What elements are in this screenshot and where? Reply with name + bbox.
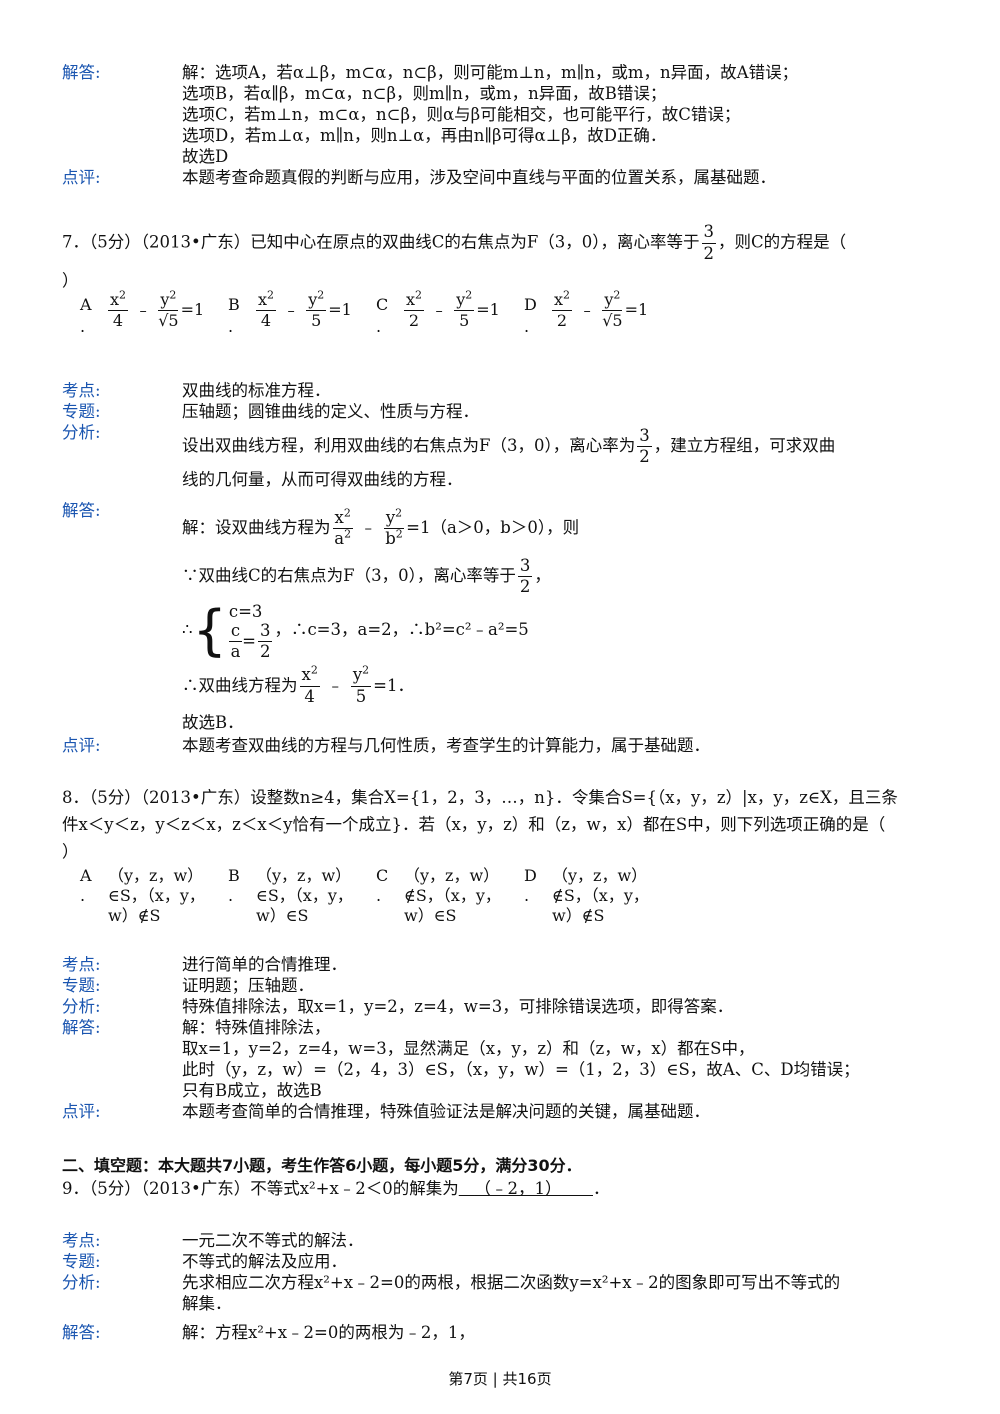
answer-label: 解答: xyxy=(62,63,101,82)
point-label: 考点: xyxy=(62,955,101,974)
question-8-stem: 8．（5分）（2013•广东）设整数n≥4，集合X={1，2，3，…，n}．令集… xyxy=(62,788,898,861)
topic-label: 专题: xyxy=(62,1252,101,1271)
analysis-label: 分析: xyxy=(62,423,101,442)
analysis-line: 解集． xyxy=(182,1294,232,1313)
point-text: 进行简单的合情推理． xyxy=(182,955,347,974)
comment-label: 点评: xyxy=(62,735,101,755)
answer-blank: （﹣2，1） xyxy=(474,1179,562,1198)
answer-line: 选项D，若m⊥α，m∥n，则n⊥α，再由n∥β可得α⊥β，故D正确． xyxy=(182,126,667,145)
point-text: 一元二次不等式的解法． xyxy=(182,1231,364,1250)
topic-text: 压轴题；圆锥曲线的定义、性质与方程． xyxy=(182,402,479,421)
topic-text: 不等式的解法及应用． xyxy=(182,1252,347,1271)
question-7-stem: 7．（5分）（2013•广东）已知中心在原点的双曲线C的右焦点为F（3，0），离… xyxy=(62,222,847,263)
analysis-label: 分析: xyxy=(62,997,101,1016)
comment-text: 本题考查双曲线的方程与几何性质，考查学生的计算能力，属于基础题． xyxy=(182,735,710,755)
comment-text: 本题考查命题真假的判断与应用，涉及空间中直线与平面的位置关系，属基础题． xyxy=(182,168,776,187)
answer-line-5: 故选B． xyxy=(182,712,244,732)
answer-line: 解：选项A，若α⊥β，m⊂α，n⊂β，则可能m⊥n，m∥n，或m，n异面，故A错… xyxy=(182,63,799,82)
page-footer: 第7页 | 共16页 xyxy=(448,1370,552,1388)
point-label: 考点: xyxy=(62,381,101,400)
answer-line: 此时（y，z，w）=（2，4，3）∈S，（x，y，w）=（1，2，3）∈S，故A… xyxy=(182,1060,860,1079)
q7-solution: 考点: 双曲线的标准方程． 专题: 压轴题；圆锥曲线的定义、性质与方程． 分析: 设… xyxy=(62,380,942,756)
q9-solution: 考点: 一元二次不等式的解法． 专题: 不等式的解法及应用． 分析: 先求相应二次方… xyxy=(62,1230,942,1343)
analysis-label: 分析: xyxy=(62,1273,101,1292)
q8-solution: 考点: 进行简单的合情推理． 专题: 证明题；压轴题． 分析: 特殊值排除法，取x=1… xyxy=(62,954,942,1122)
question-9-stem: 9．（5分）（2013•广东）不等式x²+x﹣2＜0的解集为 （﹣2，1） ． xyxy=(62,1179,610,1198)
answer-label: 解答: xyxy=(62,501,101,520)
answer-label: 解答: xyxy=(62,1323,101,1342)
question-7-stem-end: ） xyxy=(62,271,79,290)
answer-line: 只有B成立，故选B xyxy=(182,1081,322,1100)
topic-label: 专题: xyxy=(62,976,101,995)
option-letter: C xyxy=(376,295,389,314)
answer-text: 解：方程x²+x﹣2=0的两根为﹣2，1， xyxy=(182,1323,475,1342)
answer-line: 选项C，若m⊥n，m⊂α，n⊂β，则α与β可能相交，也可能平行，故C错误； xyxy=(182,105,741,124)
option-letter: B xyxy=(228,295,240,314)
topic-label: 专题: xyxy=(62,402,101,421)
comment-label: 点评: xyxy=(62,168,101,187)
comment-text: 本题考查简单的合情推理，特殊值验证法是解决问题的关键，属基础题． xyxy=(182,1102,710,1121)
analysis-line: 先求相应二次方程x²+x﹣2=0的两根，根据二次函数y=x²+x﹣2的图象即可写… xyxy=(182,1273,841,1292)
option-letter: D xyxy=(524,295,537,314)
q6-solution: 解答: 解：选项A，若α⊥β，m⊂α，n⊂β，则可能m⊥n，m∥n，或m，n异面… xyxy=(62,62,942,188)
answer-line: 故选D xyxy=(182,147,229,166)
option-letter: A xyxy=(80,295,92,314)
analysis-text: 特殊值排除法，取x=1，y=2，z=4，w=3，可排除错误选项，即得答案． xyxy=(182,997,734,1016)
topic-text: 证明题；压轴题． xyxy=(182,976,314,995)
answer-line: 解：特殊值排除法， xyxy=(182,1018,331,1037)
point-label: 考点: xyxy=(62,1231,101,1250)
answer-label: 解答: xyxy=(62,1018,101,1037)
answer-line: 取x=1，y=2，z=4，w=3，显然满足（x，y，z）和（z，w，x）都在S中… xyxy=(182,1039,755,1058)
answer-line: 选项B，若α∥β，m⊂α，n⊂β，则m∥n，或m，n异面，故B错误； xyxy=(182,84,667,103)
comment-label: 点评: xyxy=(62,1102,101,1121)
point-text: 双曲线的标准方程． xyxy=(182,381,331,400)
analysis-line: 线的几何量，从而可得双曲线的方程． xyxy=(182,470,463,489)
section-heading: 二、填空题：本大题共7小题，考生作答6小题，每小题5分，满分30分． xyxy=(62,1156,582,1175)
